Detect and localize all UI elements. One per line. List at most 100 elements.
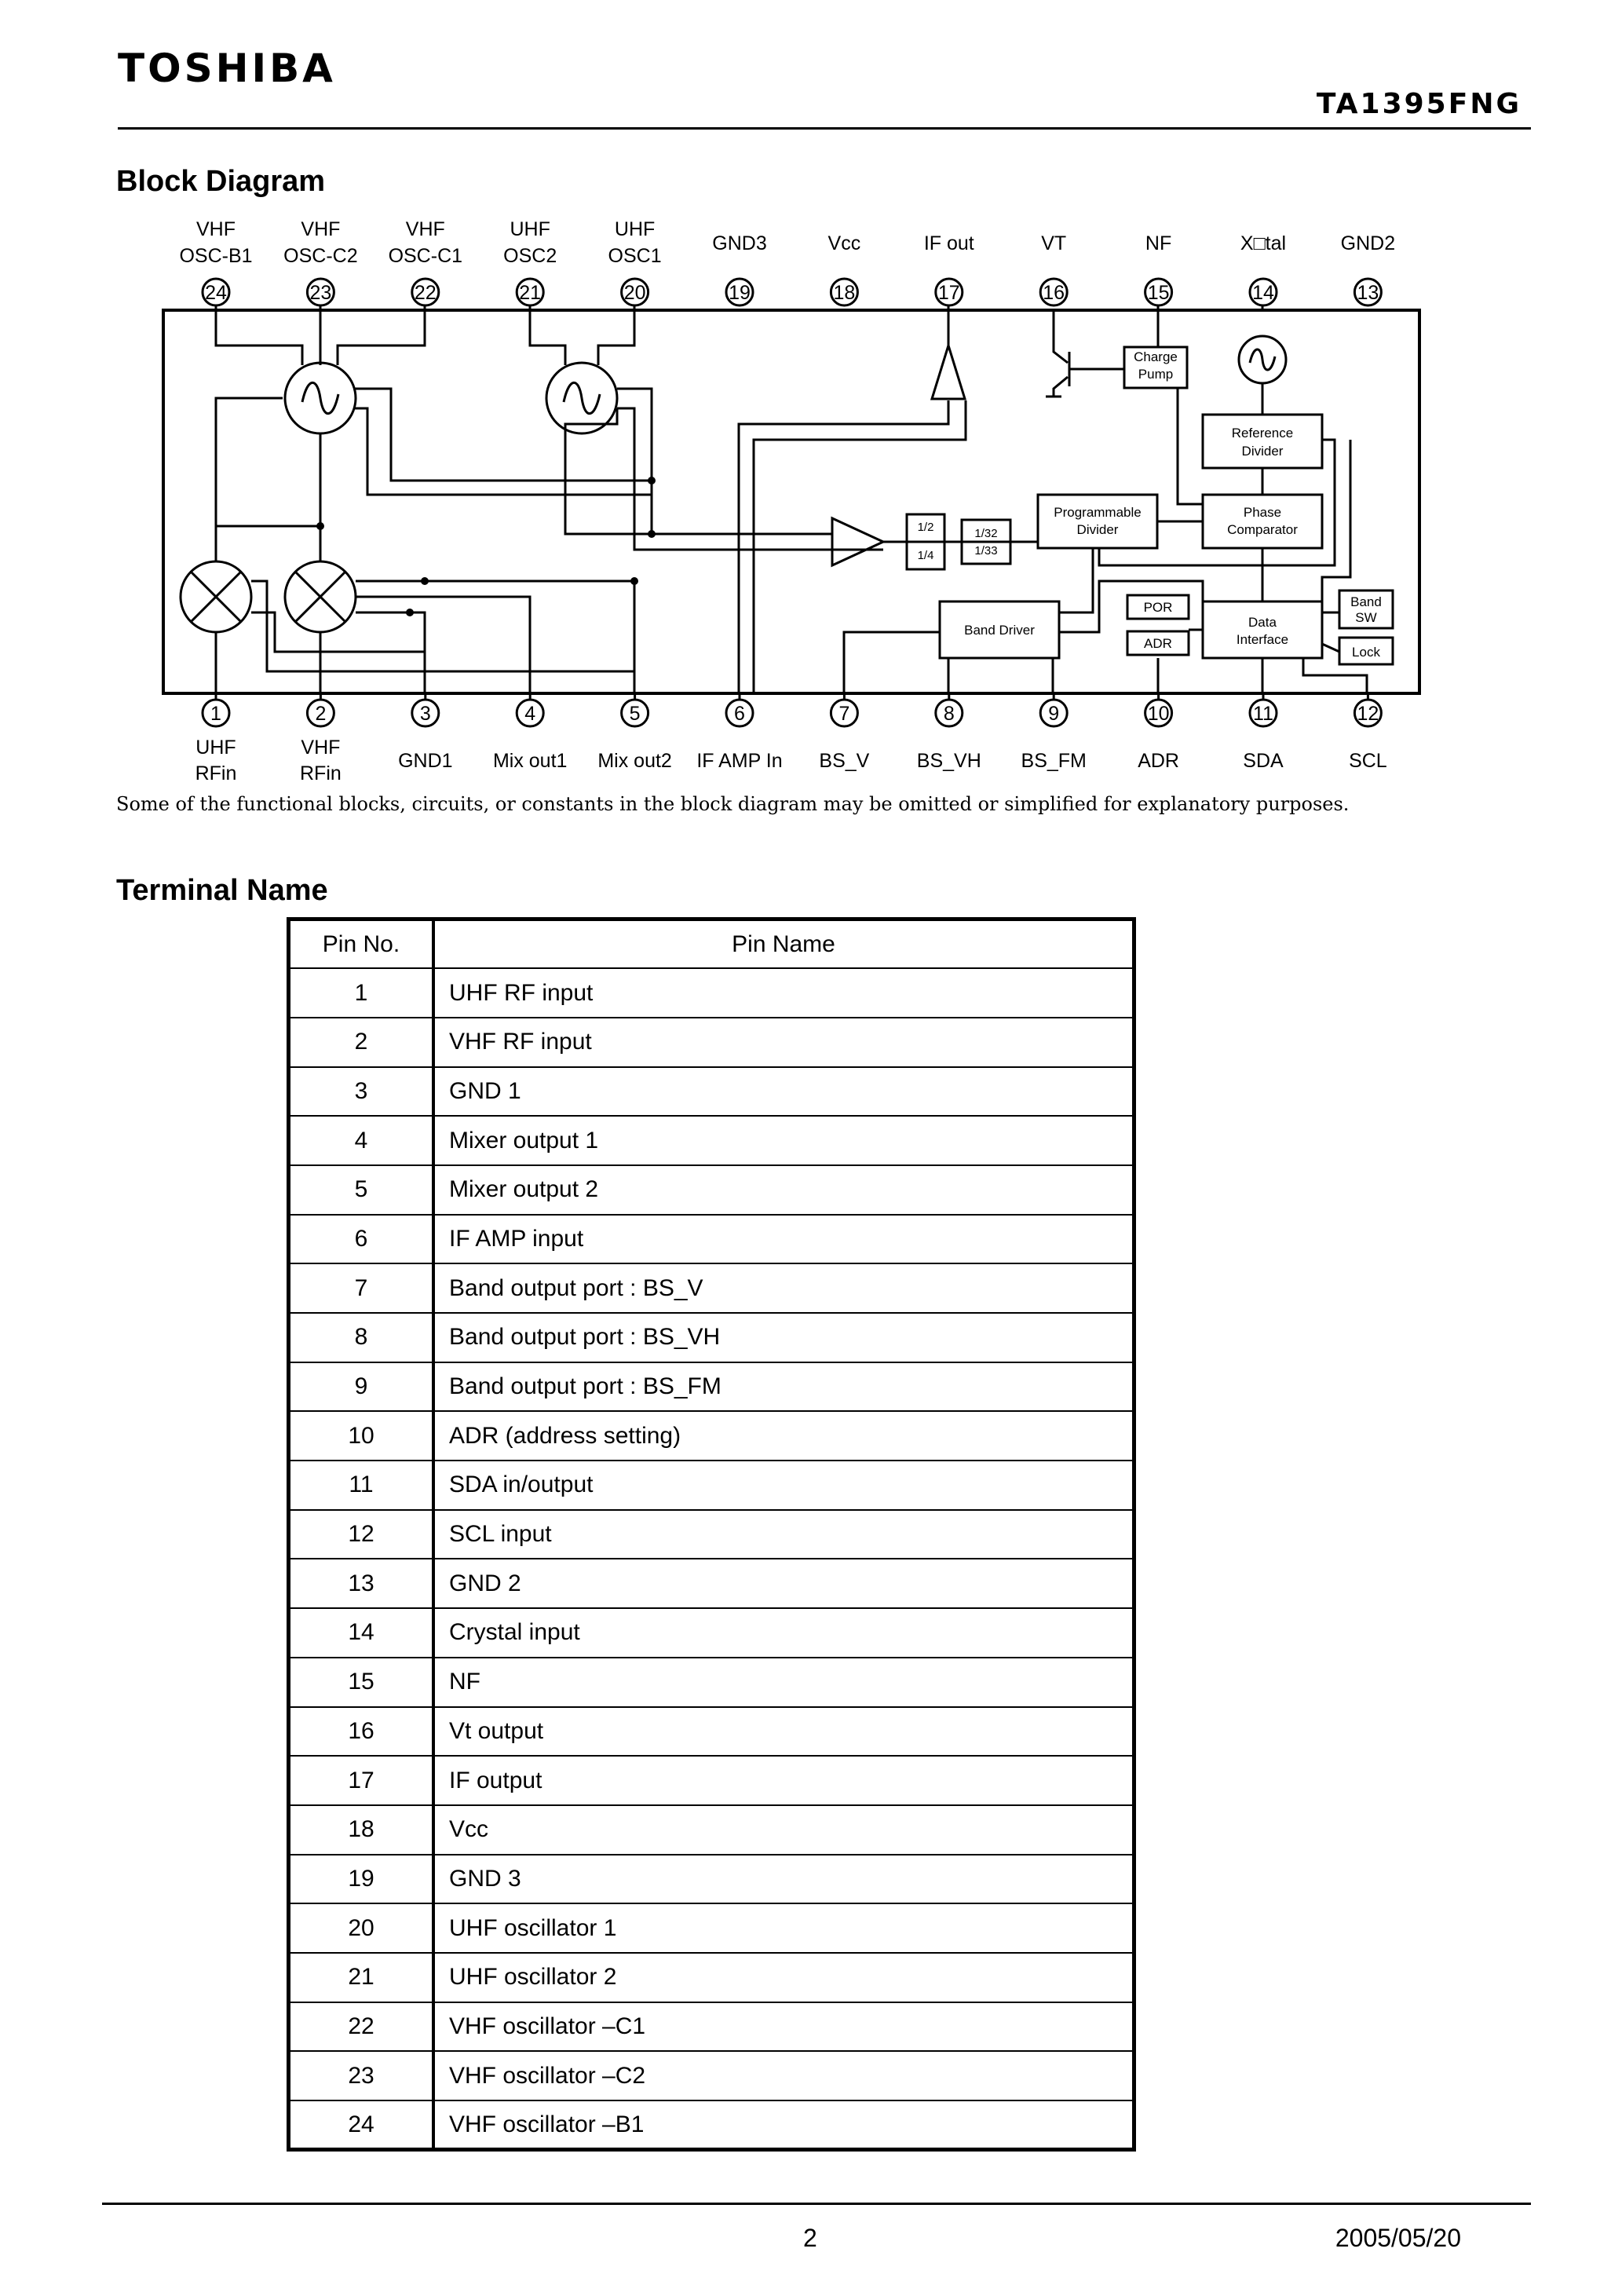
pin-number: 10 xyxy=(1148,703,1170,725)
pin-number-cell: 2 xyxy=(287,1016,435,1068)
pin-circle xyxy=(1039,698,1069,728)
pin-number: 12 xyxy=(1357,703,1379,725)
pin-number: 4 xyxy=(524,703,535,725)
data-interface-label-2: Interface xyxy=(1237,632,1288,647)
pin-number-cell: 5 xyxy=(287,1164,435,1216)
pin-circle xyxy=(411,698,440,728)
pin-name-cell: GND 1 xyxy=(433,1066,1135,1117)
pin-circle xyxy=(620,277,650,307)
pin-number-cell: 19 xyxy=(287,1853,435,1905)
brand-logo: TOSHIBA xyxy=(118,46,336,91)
pin-number-cell: 15 xyxy=(287,1656,435,1708)
pin-number: 22 xyxy=(415,282,437,304)
pin-number: 13 xyxy=(1357,282,1379,304)
pin-number-cell: 17 xyxy=(287,1755,435,1806)
pin-number: 1 xyxy=(210,703,221,725)
pin-circle xyxy=(515,698,545,728)
pin-label: UHF xyxy=(195,737,236,759)
pin-number: 2 xyxy=(315,703,326,725)
pin-number-cell: 10 xyxy=(287,1410,435,1462)
band-driver-label: Band Driver xyxy=(964,623,1035,638)
pin-circle xyxy=(305,277,335,307)
pin-label: BS_VH xyxy=(917,750,981,772)
programmable-divider-label: Programmable xyxy=(1054,505,1142,520)
divider-33-label: 1/33 xyxy=(974,544,997,558)
table-header-row: Pin No. Pin Name xyxy=(287,918,1135,970)
pin-circle xyxy=(829,698,859,728)
pin-number: 19 xyxy=(729,282,751,304)
pin-name-header: Pin Name xyxy=(433,918,1135,970)
footer-rule xyxy=(102,2203,1531,2205)
block-diagram: 24VHFOSC-B123VHFOSC-C222VHFOSC-C121UHFOS… xyxy=(162,218,1421,784)
pin-number: 24 xyxy=(205,282,227,304)
pin-label: OSC1 xyxy=(608,245,662,267)
pin-name-cell: UHF oscillator 1 xyxy=(433,1903,1135,1954)
charge-pump-label-2: Pump xyxy=(1138,367,1173,382)
pin-number: 9 xyxy=(1048,703,1059,725)
pin-name-cell: Crystal input xyxy=(433,1607,1135,1658)
pin-number-cell: 18 xyxy=(287,1804,435,1855)
pin-number: 16 xyxy=(1043,282,1065,304)
pin-number-cell: 16 xyxy=(287,1706,435,1757)
pin-circle xyxy=(201,277,231,307)
pin-number: 11 xyxy=(1253,703,1273,725)
pin-circle xyxy=(1353,698,1383,728)
pin-name-cell: GND 3 xyxy=(433,1853,1135,1905)
pin-label: VHF xyxy=(301,218,340,240)
pin-name-cell: UHF oscillator 2 xyxy=(433,1951,1135,2003)
pin-circle xyxy=(1039,277,1069,307)
pin-label: VHF xyxy=(196,218,236,240)
pin-circle xyxy=(1144,277,1174,307)
pin-name-cell: SDA in/output xyxy=(433,1460,1135,1511)
pin-number-cell: 11 xyxy=(287,1460,435,1511)
pin-name-cell: Band output port : BS_FM xyxy=(433,1361,1135,1413)
pin-name-cell: UHF RF input xyxy=(433,967,1135,1018)
pin-name-cell: IF AMP input xyxy=(433,1213,1135,1265)
pin-label: OSC-B1 xyxy=(179,245,252,267)
pin-number-cell: 21 xyxy=(287,1951,435,2003)
pin-label: RFin xyxy=(300,762,342,784)
pin-number: 17 xyxy=(938,282,960,304)
adr-block-label: ADR xyxy=(1144,636,1172,651)
data-interface-label: Data xyxy=(1248,615,1277,630)
pin-circle xyxy=(620,698,650,728)
pin-number: 5 xyxy=(630,703,641,725)
phase-comparator-label-2: Comparator xyxy=(1227,522,1298,537)
pin-no-header: Pin No. xyxy=(287,918,435,970)
pin-label: SDA xyxy=(1243,750,1284,772)
pin-circle xyxy=(934,698,964,728)
pin-number-cell: 23 xyxy=(287,2050,435,2101)
pin-number-cell: 9 xyxy=(287,1361,435,1413)
pin-name-cell: IF output xyxy=(433,1755,1135,1806)
pin-number: 8 xyxy=(944,703,955,725)
lock-label: Lock xyxy=(1352,645,1380,660)
pin-name-cell: SCL input xyxy=(433,1508,1135,1560)
pin-circle xyxy=(1248,698,1278,728)
pin-label: VHF xyxy=(301,737,340,759)
block-diagram-title: Block Diagram xyxy=(116,165,326,198)
diagram-note: Some of the functional blocks, circuits,… xyxy=(116,793,1350,815)
reference-divider-label-2: Divider xyxy=(1242,444,1284,459)
pin-label: IF out xyxy=(924,232,974,254)
terminal-name-title: Terminal Name xyxy=(116,874,328,907)
pin-name-cell: GND 2 xyxy=(433,1558,1135,1610)
pin-label: NF xyxy=(1145,232,1171,254)
pin-number: 23 xyxy=(309,282,331,304)
pin-label: BS_FM xyxy=(1021,750,1087,772)
pin-circle xyxy=(1353,277,1383,307)
